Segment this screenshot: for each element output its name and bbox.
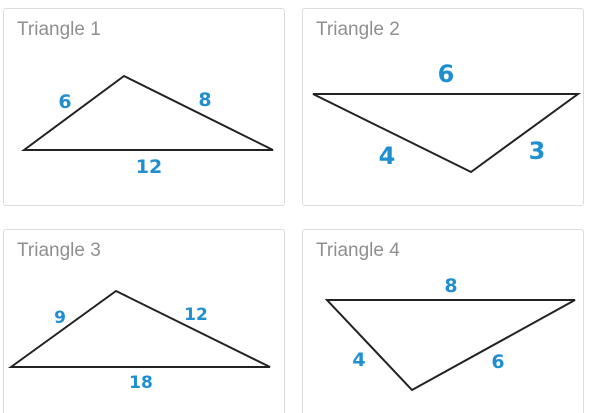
- side-label: 3: [529, 137, 546, 165]
- triangle-figure: 9 12 18: [7, 289, 271, 393]
- side-label: 9: [54, 308, 66, 328]
- side-label: 12: [184, 305, 208, 325]
- triangle-title: Triangle 2: [316, 19, 400, 40]
- side-label: 4: [352, 349, 365, 371]
- triangle-card-1: Triangle 1 6 8 12: [3, 8, 285, 206]
- side-label: 6: [491, 351, 504, 373]
- triangle-shape: [20, 74, 274, 151]
- triangle-card-2: Triangle 2 6 4 3: [302, 8, 584, 206]
- triangle-card-4: Triangle 4 8 4 6: [302, 229, 584, 413]
- triangle-shape: [7, 289, 271, 368]
- side-label: 8: [198, 89, 211, 111]
- triangle-figure: 6 8 12: [20, 74, 274, 178]
- side-label: 6: [438, 60, 455, 88]
- side-label: 4: [379, 142, 396, 170]
- side-label: 6: [58, 91, 71, 113]
- triangle-title: Triangle 3: [17, 240, 101, 261]
- side-label: 8: [444, 275, 457, 297]
- side-label: 12: [136, 156, 162, 178]
- triangle-shape: [312, 93, 582, 174]
- side-label: 18: [129, 373, 153, 393]
- triangle-figure: 6 4 3: [312, 60, 582, 174]
- triangle-shape: [324, 299, 576, 392]
- triangle-title: Triangle 4: [316, 240, 400, 261]
- triangle-card-3: Triangle 3 9 12 18: [3, 229, 285, 413]
- triangle-title: Triangle 1: [17, 19, 101, 40]
- triangle-figure: 8 4 6: [324, 275, 576, 392]
